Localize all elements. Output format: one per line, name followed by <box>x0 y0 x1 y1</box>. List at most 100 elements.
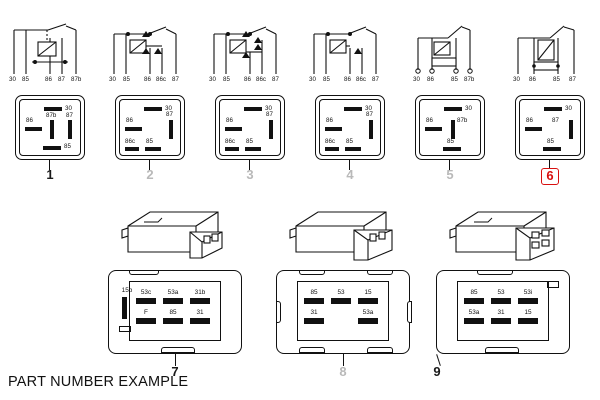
relay-cell-2[interactable]: 30 85 86 86c 87 30 86 87 86c 85 2 <box>104 0 204 195</box>
leader-line <box>49 160 51 170</box>
terminal-blade <box>425 127 442 131</box>
relay-cell-3[interactable]: 30 85 86 86c 87 30 86 87 86c 85 3 <box>204 0 304 195</box>
connector-cavity-9: 85 53 53i 53a 31 15 <box>457 281 549 341</box>
connector-notch <box>367 270 393 275</box>
relay-cell-6[interactable]: 30 86 85 87 30 86 87 85 6 <box>504 0 600 195</box>
terminal-label: 85 <box>346 138 353 145</box>
terminal-blade <box>144 107 162 111</box>
connector-pad <box>304 318 324 324</box>
terminal-label: 30 <box>265 105 272 112</box>
terminal-label: 86 <box>26 117 33 124</box>
relay-body-3: 30 86 87 86c 85 <box>215 95 285 160</box>
module-cell-7[interactable]: 15b 53c 53a 31b F 85 31 7 <box>100 208 250 383</box>
relay-cell-4[interactable]: 30 85 86 86c 87 30 86 87 86c 85 4 <box>304 0 404 195</box>
module-connector-8: 85 53 15 31 53a <box>276 270 412 354</box>
connector-keyway <box>119 326 131 332</box>
terminal-label: 86 <box>326 117 333 124</box>
connector-pad-label: 85 <box>169 309 177 316</box>
schematic-pin-label: 86c <box>156 76 166 83</box>
schematic-pin-label: 87 <box>372 76 379 83</box>
terminal-blade <box>451 120 455 139</box>
schematic-pin-label: 85 <box>323 76 330 83</box>
terminal-label: 30 <box>365 105 372 112</box>
terminal-label: 86 <box>126 117 133 124</box>
terminal-label: 87 <box>266 111 273 118</box>
module-3d-view-9 <box>442 208 567 270</box>
schematic-pin-label: 86 <box>244 76 251 83</box>
terminal-blade <box>225 147 239 151</box>
terminal-blade <box>50 120 54 139</box>
module-cell-8[interactable]: 85 53 15 31 53a 8 <box>268 208 418 383</box>
terminal-label: 87b <box>457 117 468 124</box>
schematic-pin-label: 30 <box>209 76 216 83</box>
connector-pad-label: 31 <box>497 309 505 316</box>
terminal-blade <box>169 120 173 139</box>
terminal-blade <box>225 127 242 131</box>
connector-pad <box>163 298 183 304</box>
module-index-9: 9 <box>433 364 441 379</box>
terminal-label: 30 <box>565 105 572 112</box>
terminal-blade <box>369 120 373 139</box>
connector-pad <box>491 318 511 324</box>
schematic-pin-label: 86 <box>144 76 151 83</box>
terminal-blade <box>145 147 161 151</box>
relay-index-1: 1 <box>46 167 54 182</box>
connector-pad <box>136 298 156 304</box>
terminal-label: 30 <box>165 105 172 112</box>
page-caption: PART NUMBER EXAMPLE <box>8 374 189 390</box>
relay-cell-1[interactable]: 30 85 86 87 87b 30 86 87b 87 85 1 <box>4 0 104 195</box>
connector-notch <box>299 347 325 353</box>
relay-body-6: 30 86 87 85 <box>515 95 585 160</box>
connector-pad <box>464 298 484 304</box>
schematic-pin-label: 85 <box>451 76 458 83</box>
module-connector-9: 85 53 53i 53a 31 15 <box>436 270 570 354</box>
terminal-blade <box>68 120 72 139</box>
connector-notch <box>299 270 325 275</box>
connector-pad <box>358 298 378 304</box>
relay-index-3: 3 <box>246 167 254 182</box>
relay-pinrow-3: 30 85 86 86c 87 <box>204 76 304 89</box>
schematic-pin-label: 30 <box>413 76 420 83</box>
connector-pad-label: 53a <box>167 289 179 296</box>
connector-pad-label: 15 <box>364 289 372 296</box>
terminal-blade <box>44 107 62 111</box>
leader-line <box>175 354 177 366</box>
relay-index-4: 4 <box>346 167 354 182</box>
side-terminal-blade <box>122 297 127 319</box>
connector-pad <box>358 318 378 324</box>
module-3d-view-8 <box>282 208 407 270</box>
terminal-blade <box>569 120 573 139</box>
schematic-pin-label: 87 <box>569 76 576 83</box>
relay-index-2: 2 <box>146 167 154 182</box>
relay-cell-5[interactable]: 30 86 85 87b 30 86 87b 85 5 <box>404 0 504 195</box>
relay-pinrow-2: 30 85 86 86c 87 <box>104 76 204 89</box>
connector-pad-label: 53a <box>468 309 480 316</box>
terminal-label: 87 <box>366 111 373 118</box>
schematic-pin-label: 87b <box>71 76 82 83</box>
schematic-pin-label: 87 <box>272 76 279 83</box>
terminal-blade <box>345 147 361 151</box>
connector-pad <box>304 298 324 304</box>
terminal-label: 30 <box>465 105 472 112</box>
schematic-pin-label: 86 <box>45 76 52 83</box>
terminal-blade <box>325 127 342 131</box>
connector-notch <box>367 347 393 353</box>
terminal-blade <box>43 146 61 150</box>
leader-line <box>449 160 451 170</box>
terminal-label: 85 <box>246 138 253 145</box>
schematic-pin-label: 86c <box>356 76 366 83</box>
relay-index-6: 6 <box>504 168 596 185</box>
relay-schematic-1 <box>4 18 104 80</box>
module-index-7: 7 <box>171 364 179 379</box>
terminal-blade <box>444 107 462 111</box>
module-cell-9[interactable]: 85 53 53i 53a 31 15 9 <box>428 208 578 383</box>
terminal-blade <box>125 147 139 151</box>
terminal-label: 30 <box>65 105 72 112</box>
schematic-pin-label: 86 <box>344 76 351 83</box>
terminal-label: 87 <box>552 117 559 124</box>
terminal-blade <box>125 127 142 131</box>
terminal-blade <box>443 147 461 151</box>
schematic-pin-label: 30 <box>513 76 520 83</box>
leader-line <box>249 160 251 170</box>
relay-schematic-3 <box>204 18 304 80</box>
